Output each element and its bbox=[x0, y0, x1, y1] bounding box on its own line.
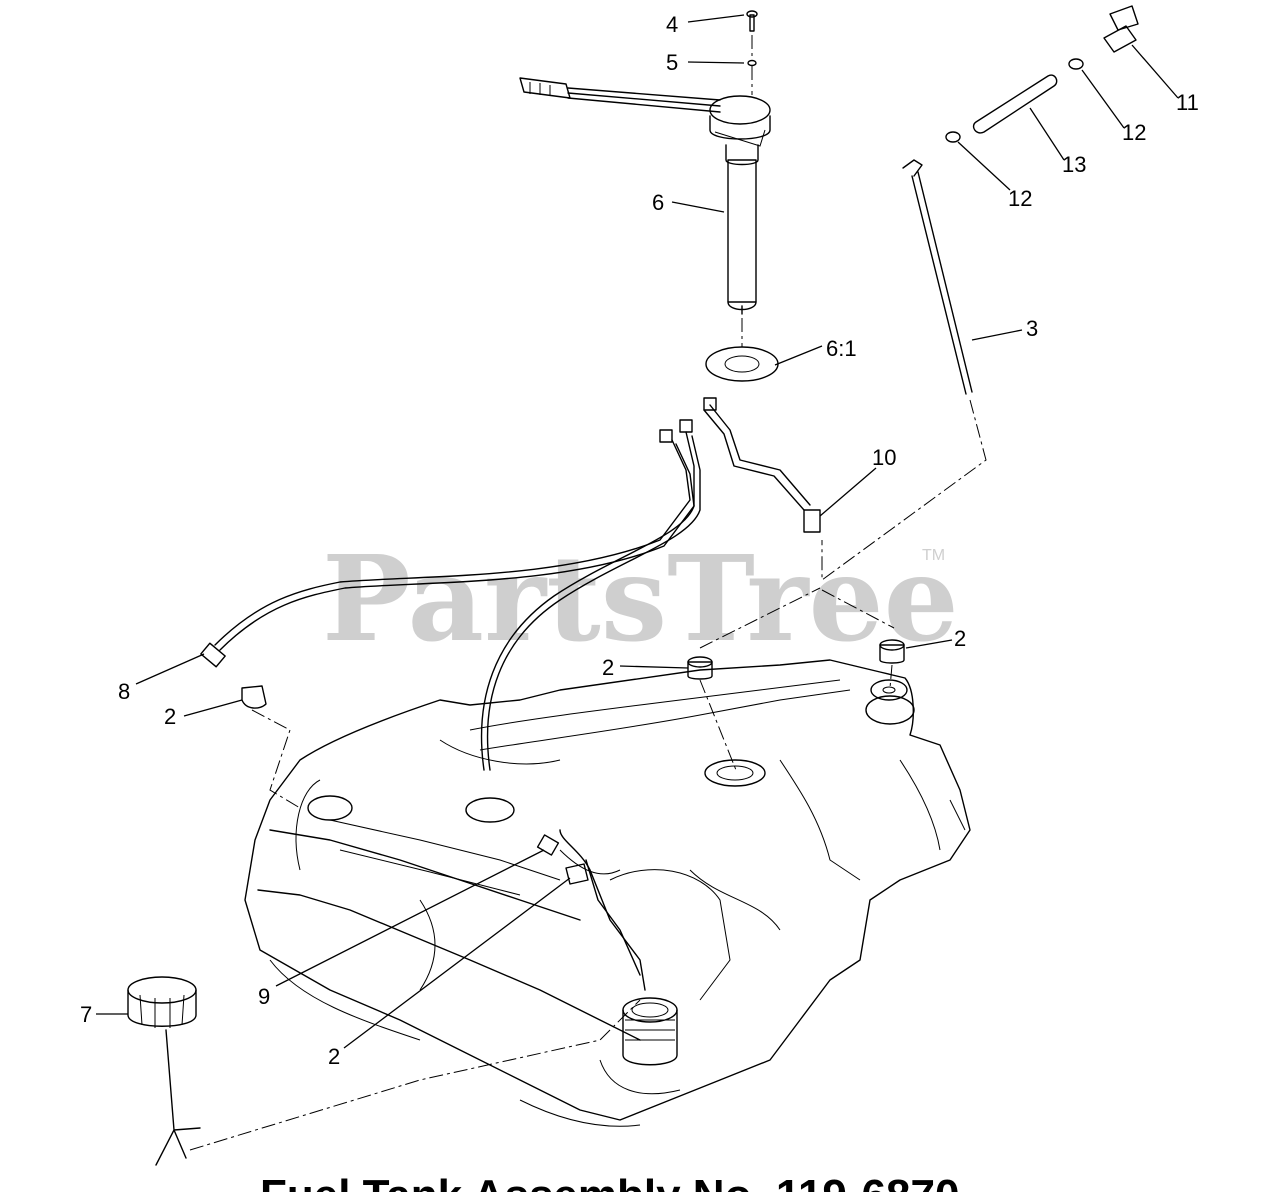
callout-13: 13 bbox=[1062, 152, 1086, 177]
watermark-text: PartsTree bbox=[322, 529, 959, 668]
callout-12-lower: 12 bbox=[1008, 186, 1032, 211]
fuel-lines bbox=[200, 397, 821, 991]
callout-10: 10 bbox=[872, 445, 896, 470]
fuel-cap bbox=[127, 976, 201, 1166]
callout-leaders bbox=[96, 14, 1179, 1049]
callout-2-bottom: 2 bbox=[328, 1044, 340, 1069]
callout-9: 9 bbox=[258, 984, 270, 1009]
fuel-sender-assembly bbox=[519, 77, 771, 315]
callout-7: 7 bbox=[80, 1002, 92, 1027]
callout-5: 5 bbox=[666, 50, 678, 75]
diagram-title: Fuel Tank Assembly No. 119-6870 bbox=[260, 1171, 959, 1192]
callout-3: 3 bbox=[1026, 316, 1038, 341]
assembly-lines bbox=[189, 35, 987, 1151]
fuel-tank bbox=[244, 659, 971, 1127]
callout-12-upper: 12 bbox=[1122, 120, 1146, 145]
callout-2-middle: 2 bbox=[602, 655, 614, 680]
screw-and-washer bbox=[746, 10, 758, 67]
sender-gasket bbox=[705, 346, 779, 382]
trademark-mark: TM bbox=[922, 547, 945, 564]
callout-6: 6 bbox=[652, 190, 664, 215]
callout-4: 4 bbox=[666, 12, 678, 37]
callout-2-right: 2 bbox=[954, 626, 966, 651]
callout-labels: 4 5 6 6:1 3 10 11 12 12 13 2 2 2 8 9 2 7 bbox=[80, 12, 1199, 1069]
callout-6-1: 6:1 bbox=[826, 336, 857, 361]
vent-hose-parts bbox=[945, 5, 1139, 143]
callout-8: 8 bbox=[118, 679, 130, 704]
callout-2-left: 2 bbox=[164, 704, 176, 729]
fuel-dipstick bbox=[902, 159, 973, 395]
callout-11: 11 bbox=[1176, 90, 1199, 115]
